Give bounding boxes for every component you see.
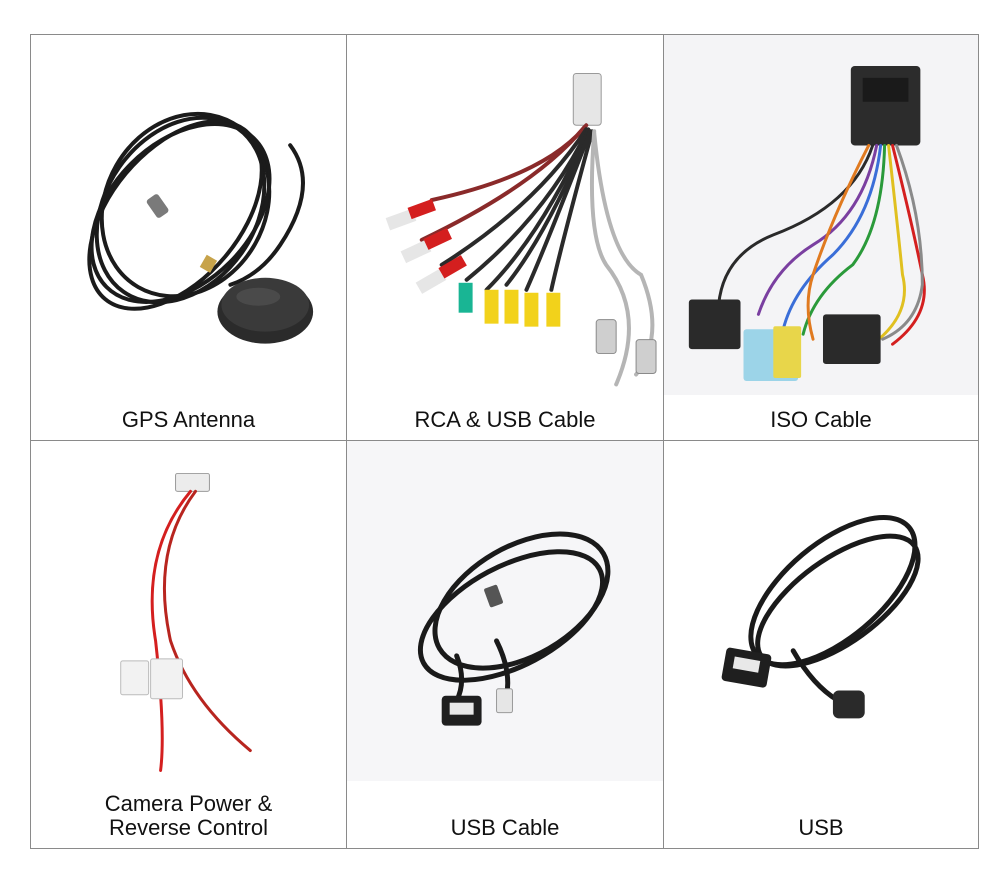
- usb-cable-icon: [347, 441, 663, 781]
- caption-camera-power: Camera Power & Reverse Control: [31, 792, 346, 840]
- accessory-cell-camera-power: Camera Power & Reverse Control: [31, 441, 347, 848]
- caption-camera-power-line1: Camera Power &: [104, 791, 273, 816]
- accessory-cell-rca-usb-cable: RCA & USB Cable: [347, 35, 664, 441]
- caption-usb: USB: [798, 815, 844, 840]
- iso-cable-icon: [664, 35, 978, 395]
- caption-iso-cable: ISO Cable: [770, 407, 872, 432]
- caption-camera-power-line2: Reverse Control: [109, 815, 268, 840]
- caption-gps-antenna: GPS Antenna: [121, 407, 256, 432]
- usb-extension-icon: [664, 441, 978, 781]
- accessory-cell-gps-antenna: GPS Antenna: [31, 35, 347, 441]
- rca-usb-cable-icon: [347, 35, 663, 395]
- accessory-cell-iso-cable: ISO Cable: [664, 35, 978, 441]
- accessory-cell-usb-cable: USB Cable: [347, 441, 664, 848]
- gps-antenna-icon: [31, 35, 346, 395]
- caption-rca-usb-cable: RCA & USB Cable: [414, 407, 596, 432]
- camera-power-cable-icon: [31, 441, 346, 781]
- caption-usb-cable: USB Cable: [450, 815, 560, 840]
- accessory-cell-usb: USB: [664, 441, 978, 848]
- accessories-grid: GPS Antenna: [30, 34, 979, 849]
